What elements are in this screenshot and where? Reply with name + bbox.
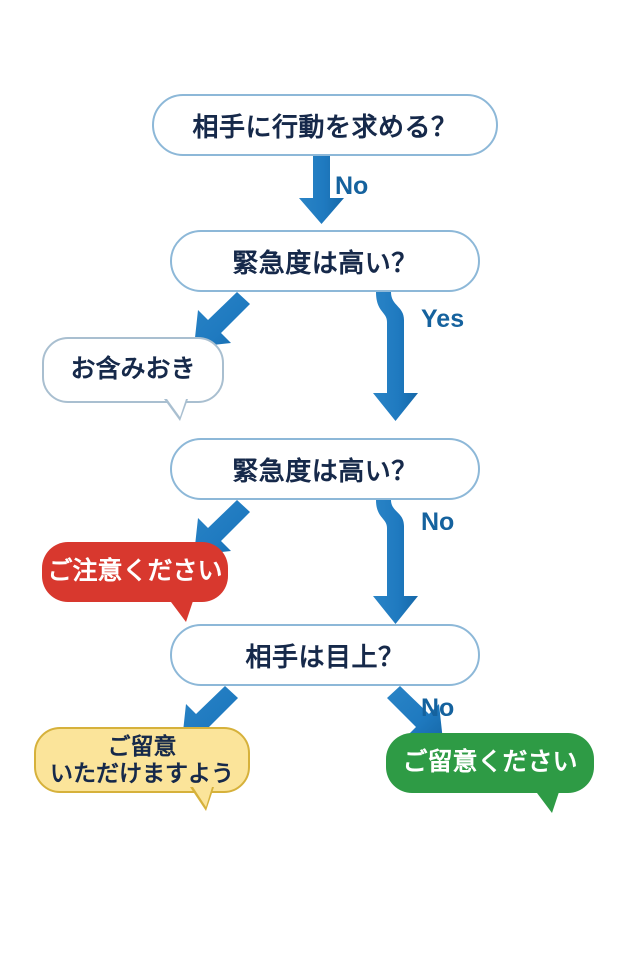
outcome-bubble-gochuui-kudasai[interactable]: ご注意ください	[42, 542, 228, 622]
outcome-bubble-ofukumioki[interactable]: お含みおき	[42, 337, 224, 421]
outcome-bubble-goryuui-kudasai[interactable]: ご留意ください	[386, 733, 594, 813]
speech-tail-icon	[534, 789, 560, 813]
edge-label-q4-to-outcome: No	[421, 694, 455, 722]
outcome-goryuui-kudasai-label: ご留意ください	[402, 748, 578, 777]
node-q4-recipient-senior[interactable]: 相手は目上？	[170, 624, 480, 686]
edge-label-q3-to-q4: No	[421, 508, 455, 536]
outcome-goryuui-itadake-label: ご留意 いただけますよう	[50, 732, 234, 786]
arrow-q2-to-q3	[373, 292, 418, 421]
speech-tail-icon	[168, 598, 194, 622]
node-q2-label: 緊急度は高い？	[232, 247, 418, 278]
speech-tail-icon	[190, 787, 214, 811]
outcome-gochuui-label: ご注意ください	[47, 557, 223, 586]
speech-tail-icon	[164, 399, 188, 421]
node-q2-urgency-high[interactable]: 緊急度は高い？	[170, 230, 480, 292]
node-q3-label: 緊急度は高い？	[232, 455, 418, 486]
node-q3-urgency-high[interactable]: 緊急度は高い？	[170, 438, 480, 500]
outcome-ofukumioki-label: お含みおき	[70, 355, 196, 384]
node-q1-request-action[interactable]: 相手に行動を求める？	[152, 94, 498, 156]
node-q4-label: 相手は目上？	[245, 641, 405, 672]
node-q1-label: 相手に行動を求める？	[192, 111, 458, 142]
edge-label-q2-to-q3: Yes	[421, 305, 465, 333]
edge-label-q1-to-q2: No	[335, 172, 369, 200]
arrow-q3-to-q4	[373, 500, 418, 624]
outcome-bubble-goryuui-itadakemasuyou[interactable]: ご留意 いただけますよう	[34, 727, 250, 811]
